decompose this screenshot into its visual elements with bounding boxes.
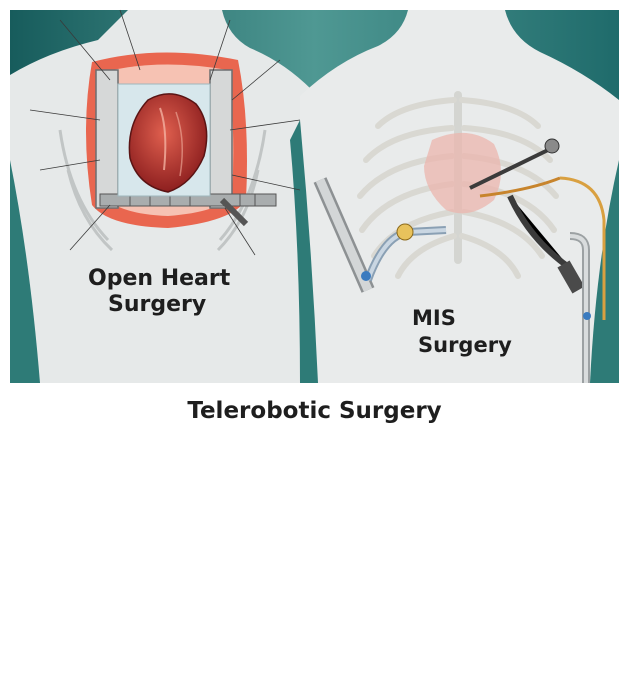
open-heart-label-line1: Open Heart (88, 266, 230, 292)
top-panel (10, 10, 619, 383)
retractor-left (96, 70, 118, 208)
telerobotic-surgery-title: Telerobotic Surgery (0, 397, 629, 425)
open-heart-surgery-label: Open Heart Surgery (88, 266, 230, 318)
mis-label-line1: MIS (412, 305, 512, 332)
retractor-right (210, 70, 232, 208)
mis-label-line2: Surgery (412, 332, 512, 359)
mis-surgery-label: MIS Surgery (412, 305, 512, 359)
open-heart-label-line2: Surgery (88, 292, 230, 318)
